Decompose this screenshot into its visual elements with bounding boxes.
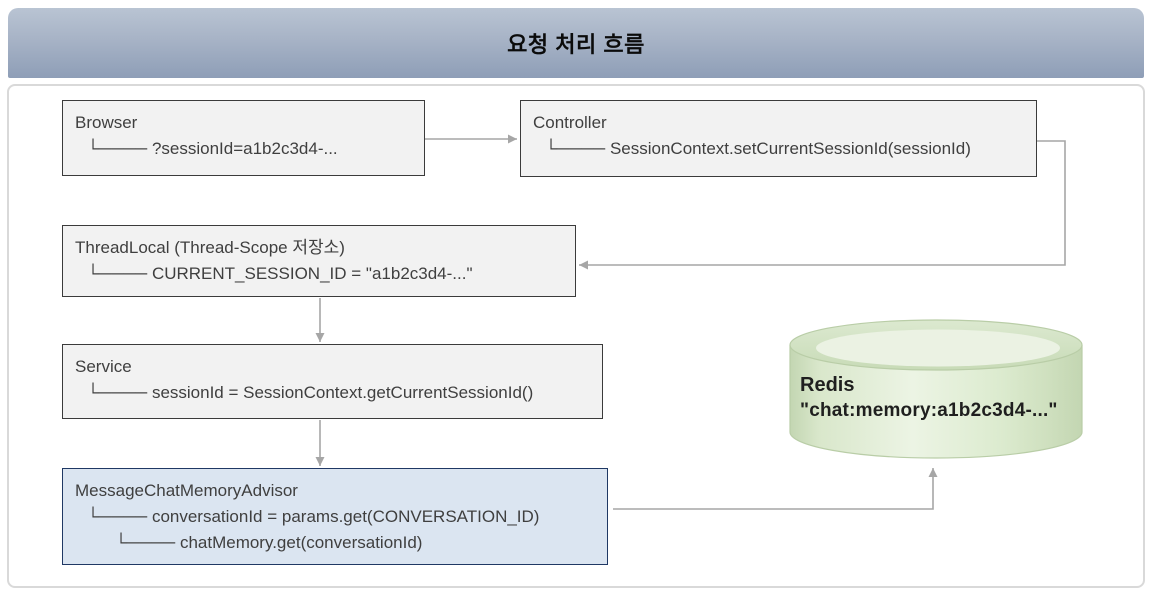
diagram-header: 요청 처리 흐름: [8, 8, 1144, 78]
node-service: Service └──── sessionId = SessionContext…: [62, 344, 603, 419]
page-title: 요청 처리 흐름: [507, 32, 645, 57]
node-threadlocal-detail: └──── CURRENT_SESSION_ID = "a1b2c3d4-...…: [87, 264, 473, 283]
node-service-detail: └──── sessionId = SessionContext.getCurr…: [87, 383, 534, 402]
node-controller-detail: └──── SessionContext.setCurrentSessionId…: [545, 139, 971, 158]
cylinder-body: [789, 345, 1083, 459]
node-threadlocal-title: ThreadLocal (Thread-Scope 저장소): [75, 238, 345, 257]
redis-cylinder-icon: [789, 319, 1083, 459]
node-browser-title: Browser: [75, 113, 138, 132]
node-advisor-title: MessageChatMemoryAdvisor: [75, 481, 298, 500]
node-advisor-detail-1: └──── conversationId = params.get(CONVER…: [87, 507, 540, 526]
node-advisor-detail-2: └──── chatMemory.get(conversationId): [115, 533, 423, 552]
redis-key: "chat:memory:a1b2c3d4-...": [800, 400, 1058, 421]
cylinder-top-inner: [816, 329, 1060, 367]
node-threadlocal: ThreadLocal (Thread-Scope 저장소) └──── CUR…: [62, 225, 576, 297]
node-controller: Controller └──── SessionContext.setCurre…: [520, 100, 1037, 177]
node-browser-detail: └──── ?sessionId=a1b2c3d4-...: [87, 139, 338, 158]
node-message-chat-memory-advisor: MessageChatMemoryAdvisor └──── conversat…: [62, 468, 608, 565]
redis-title: Redis: [800, 374, 855, 396]
redis-label: Redis "chat:memory:a1b2c3d4-...": [800, 372, 1080, 423]
node-controller-title: Controller: [533, 113, 607, 132]
node-service-title: Service: [75, 357, 132, 376]
node-browser: Browser └──── ?sessionId=a1b2c3d4-...: [62, 100, 425, 176]
